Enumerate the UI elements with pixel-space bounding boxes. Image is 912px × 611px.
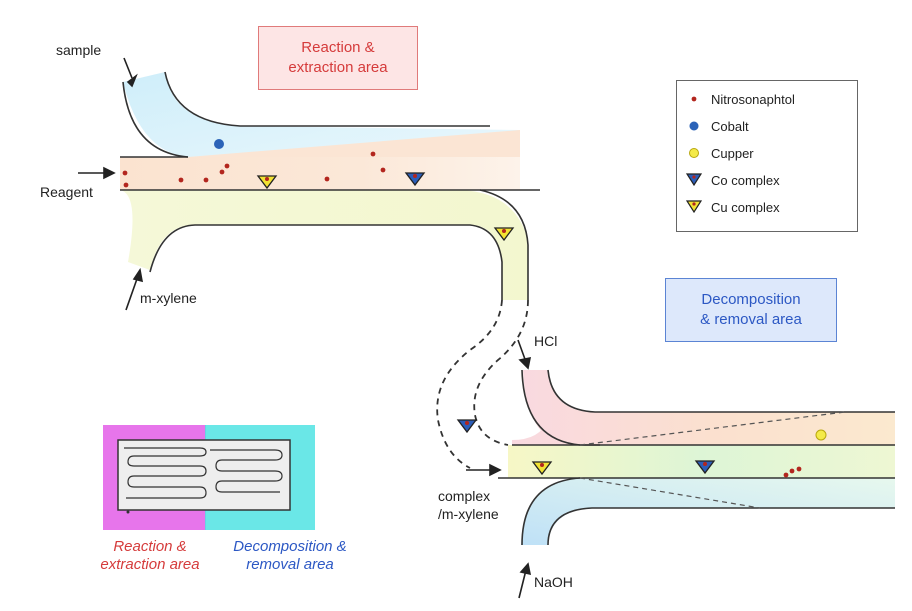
cupper-circle-icon <box>689 148 699 158</box>
cobalt-circle-icon <box>689 121 699 131</box>
hcl-wall-right <box>547 369 895 413</box>
sample-channel-wall-inner <box>164 71 490 127</box>
legend-item-cu-complex: Cu complex <box>677 197 780 217</box>
decomposition-area-box: Decomposition & removal area <box>665 278 837 342</box>
cu-complex-marker <box>256 175 278 190</box>
arrow-icon-complex <box>466 463 502 477</box>
xylene-channel-fill <box>120 190 528 300</box>
interface-dashed-bottom <box>579 477 761 509</box>
naoh-channel-fill <box>521 478 895 545</box>
hcl-label: HCl <box>534 333 558 349</box>
cu-complex-triangle-icon <box>686 200 702 214</box>
m-xylene-label: m-xylene <box>140 290 197 306</box>
chip-reaction-caption: Reaction & extraction area <box>100 538 200 573</box>
legend-item-co-complex: Co complex <box>677 170 780 190</box>
connector-dashed-right <box>473 299 529 446</box>
legend-label: Cobalt <box>711 118 749 134</box>
legend-item-nitrosonaphtol: Nitrosonaphtol <box>677 89 795 109</box>
sample-channel-wall-outer <box>122 81 189 158</box>
xylene-wall-lower <box>149 224 503 300</box>
complex-label-line2: /m-xylene <box>438 506 499 522</box>
co-complex-triangle-icon <box>686 173 702 187</box>
legend-label: Co complex <box>711 172 780 188</box>
sample-reagent-interface <box>188 130 520 157</box>
cupper-particle <box>815 429 827 441</box>
main-channel-fill <box>120 157 520 190</box>
cu-complex-marker <box>531 461 553 476</box>
naoh-label: NaOH <box>534 574 573 590</box>
sample-label: sample <box>56 42 102 58</box>
hcl-inlet-fill <box>523 370 895 445</box>
sample-inlet-fill <box>123 72 520 157</box>
co-complex-marker <box>456 419 478 434</box>
co-complex-marker <box>404 172 426 187</box>
chip-thumbnail <box>103 425 315 530</box>
legend: Nitrosonaphtol Cobalt Cupper Co complex … <box>676 80 858 232</box>
nitrosonaphtol-particles <box>122 151 802 478</box>
cu-complex-marker <box>493 227 515 242</box>
arrow-icon-naoh <box>518 562 532 599</box>
nitrosonaphtol-dot-icon <box>691 96 697 102</box>
legend-label: Cu complex <box>711 199 780 215</box>
co-complex-marker <box>694 460 716 475</box>
legend-label: Cupper <box>711 145 754 161</box>
xylene-wall-upper-bend <box>479 189 529 300</box>
legend-label: Nitrosonaphtol <box>711 91 795 107</box>
legend-item-cobalt: Cobalt <box>677 116 749 136</box>
reaction-area-box: Reaction & extraction area <box>258 26 418 90</box>
naoh-wall-lower <box>547 507 895 546</box>
arrow-icon-m-xylene <box>125 267 144 311</box>
cobalt-particle <box>214 139 224 149</box>
arrow-icon-reagent <box>78 166 116 180</box>
chip-decomposition-caption: Decomposition & removal area <box>233 538 347 573</box>
reagent-label: Reagent <box>40 184 93 200</box>
connector-dashed-left <box>436 299 503 469</box>
arrow-icon-hcl <box>517 339 532 370</box>
legend-item-cupper: Cupper <box>677 143 754 163</box>
complex-label-line1: complex <box>438 488 491 504</box>
naoh-wall-upper <box>521 477 581 546</box>
arrow-icon-sample <box>123 57 138 88</box>
